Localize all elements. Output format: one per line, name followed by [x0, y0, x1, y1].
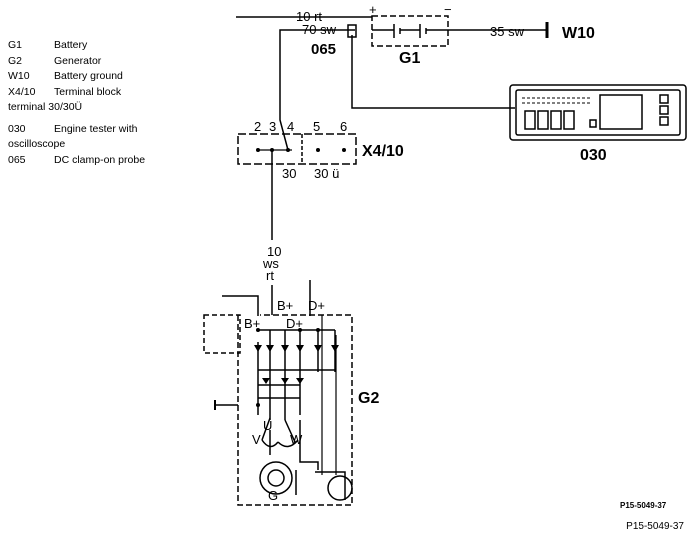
legend-code: W10 — [8, 70, 30, 82]
label-wire-10: 10 — [267, 244, 281, 259]
legend-desc-continued: terminal 30/30Ü — [8, 101, 83, 113]
label-pin-5: 5 — [313, 119, 320, 134]
pin-2-dot — [256, 148, 260, 152]
pin-4-dot — [286, 148, 290, 152]
legend-desc-continued: oscilloscope — [8, 138, 66, 150]
label-rotor-g: G — [268, 488, 278, 503]
label-pin-6: 6 — [340, 119, 347, 134]
label-pin-4: 4 — [287, 119, 294, 134]
label-wire-10rt: 10 rt — [296, 9, 322, 24]
rectifier-bridge — [257, 329, 336, 420]
generator-g2-box — [237, 314, 353, 506]
rotor-g — [259, 461, 293, 495]
label-wire-ws: ws — [262, 256, 279, 271]
legend-item-x410: X4/10 Terminal block — [8, 85, 198, 101]
legend-desc: Battery ground — [54, 70, 123, 82]
label-phase-w: W — [290, 432, 303, 447]
legend: G1 Battery G2 Generator W10 Battery grou… — [8, 38, 198, 168]
legend-code: G2 — [8, 54, 23, 67]
battery-g1-box — [371, 15, 449, 47]
label-bplus-top: B+ — [277, 298, 293, 313]
label-terminal-30u: 30 ü — [314, 166, 339, 181]
probe-065-cable — [351, 35, 515, 109]
legend-item-g2: G2 Generator — [8, 54, 198, 70]
label-dplus-top: D+ — [308, 298, 325, 313]
label-battery-minus: − — [444, 2, 452, 17]
pin-3-dot — [270, 148, 274, 152]
label-g1: G1 — [399, 50, 420, 67]
label-wire-35sw: 35 sw — [490, 24, 525, 39]
legend-desc: Generator — [54, 54, 102, 67]
label-dplus: D+ — [286, 316, 303, 331]
legend-code: X4/10 — [8, 85, 36, 98]
reference-code: P15-5049-37 — [626, 521, 684, 532]
legend-desc: Engine tester with — [54, 122, 138, 135]
label-battery-plus: + — [369, 2, 377, 17]
probe-065-clamp — [347, 24, 357, 38]
wire-70sw — [279, 29, 355, 151]
legend-desc: Terminal block — [54, 85, 122, 98]
label-phase-v: V — [252, 432, 261, 447]
label-030: 030 — [580, 147, 607, 164]
label-pin-3: 3 — [269, 119, 276, 134]
pin-5-dot — [316, 148, 320, 152]
label-065: 065 — [311, 41, 336, 58]
regulator-transistor — [327, 475, 353, 501]
label-bplus: B+ — [244, 316, 260, 331]
battery-cell-plates — [393, 24, 427, 38]
legend-item-g1: G1 Battery — [8, 38, 198, 54]
reference-code-small: P15-5049-37 — [620, 501, 667, 510]
label-x410: X4/10 — [362, 143, 404, 160]
legend-item-065: 065 DC clamp-on probe — [8, 153, 198, 169]
pin-6-dot — [342, 148, 346, 152]
label-terminal-30: 30 — [282, 166, 296, 181]
legend-desc: Battery — [54, 39, 88, 51]
label-phase-u: U — [263, 418, 272, 433]
label-pin-2: 2 — [254, 119, 261, 134]
label-w10: W10 — [562, 25, 595, 42]
engine-tester-030 — [509, 84, 687, 141]
label-wire-rt: rt — [266, 268, 274, 283]
legend-desc: DC clamp-on probe — [54, 153, 146, 166]
legend-code: 065 — [8, 153, 26, 166]
stator-windings — [261, 417, 299, 448]
rectifier-diodes — [254, 345, 339, 352]
label-g2: G2 — [358, 390, 379, 407]
legend-item-w10: W10 Battery ground — [8, 69, 198, 85]
label-wire-70sw: 70 sw — [302, 22, 337, 37]
terminal-block-x410 — [237, 133, 357, 165]
legend-code: G1 — [8, 39, 23, 51]
legend-item-030: 030 Engine tester with — [8, 122, 198, 138]
legend-code: 030 — [8, 122, 26, 135]
